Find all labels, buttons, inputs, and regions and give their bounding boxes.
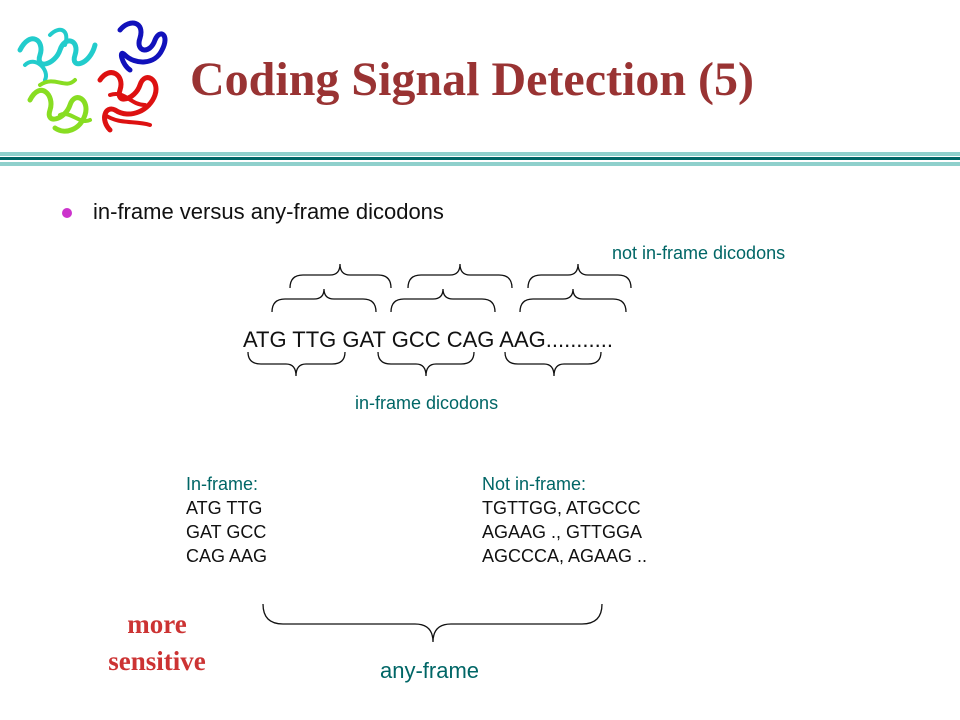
brace-down [504, 351, 602, 377]
brace-up [289, 263, 392, 289]
protein-structure-icon [17, 20, 168, 134]
not-inframe-row: AGCCCA, AGAAG .. [482, 546, 648, 566]
inframe-column: In-frame: ATG TTG GAT GCC CAG AAG [186, 472, 267, 568]
inframe-row: GAT GCC [186, 522, 267, 542]
brace-down [247, 351, 346, 377]
inframe-row: ATG TTG [186, 498, 263, 518]
more-sensitive-note: more sensitive [92, 606, 222, 680]
not-inframe-column: Not in-frame: TGTTGG, ATGCCC AGAAG ., GT… [482, 472, 647, 568]
more-sensitive-line: more [127, 609, 187, 639]
not-inframe-label: not in-frame dicodons [612, 243, 786, 263]
title-rule-middle [0, 157, 960, 160]
brace-up [390, 288, 496, 313]
anyframe-label: any-frame [380, 658, 480, 683]
more-sensitive-line: sensitive [108, 646, 206, 676]
not-inframe-heading: Not in-frame: [482, 474, 587, 494]
brace-up [271, 288, 377, 313]
brace-anyframe [262, 603, 603, 643]
not-inframe-row: TGTTGG, ATGCCC [482, 498, 641, 518]
dna-sequence: ATG TTG GAT GCC CAG AAG........... [243, 327, 613, 352]
inframe-row: CAG AAG [186, 546, 268, 566]
title-rule-bottom [0, 162, 960, 166]
not-inframe-row: AGAAG ., GTTGGA [482, 522, 643, 542]
brace-up [519, 288, 627, 313]
bullet-text: in-frame versus any-frame dicodons [93, 199, 444, 224]
inframe-heading: In-frame: [186, 474, 259, 494]
inframe-label: in-frame dicodons [355, 393, 499, 413]
bullet-dot-icon [62, 208, 72, 218]
title-rule-top [0, 152, 960, 156]
slide-title: Coding Signal Detection (5) [190, 53, 754, 106]
brace-up [407, 263, 513, 289]
brace-down [377, 351, 475, 377]
brace-up [527, 263, 632, 289]
